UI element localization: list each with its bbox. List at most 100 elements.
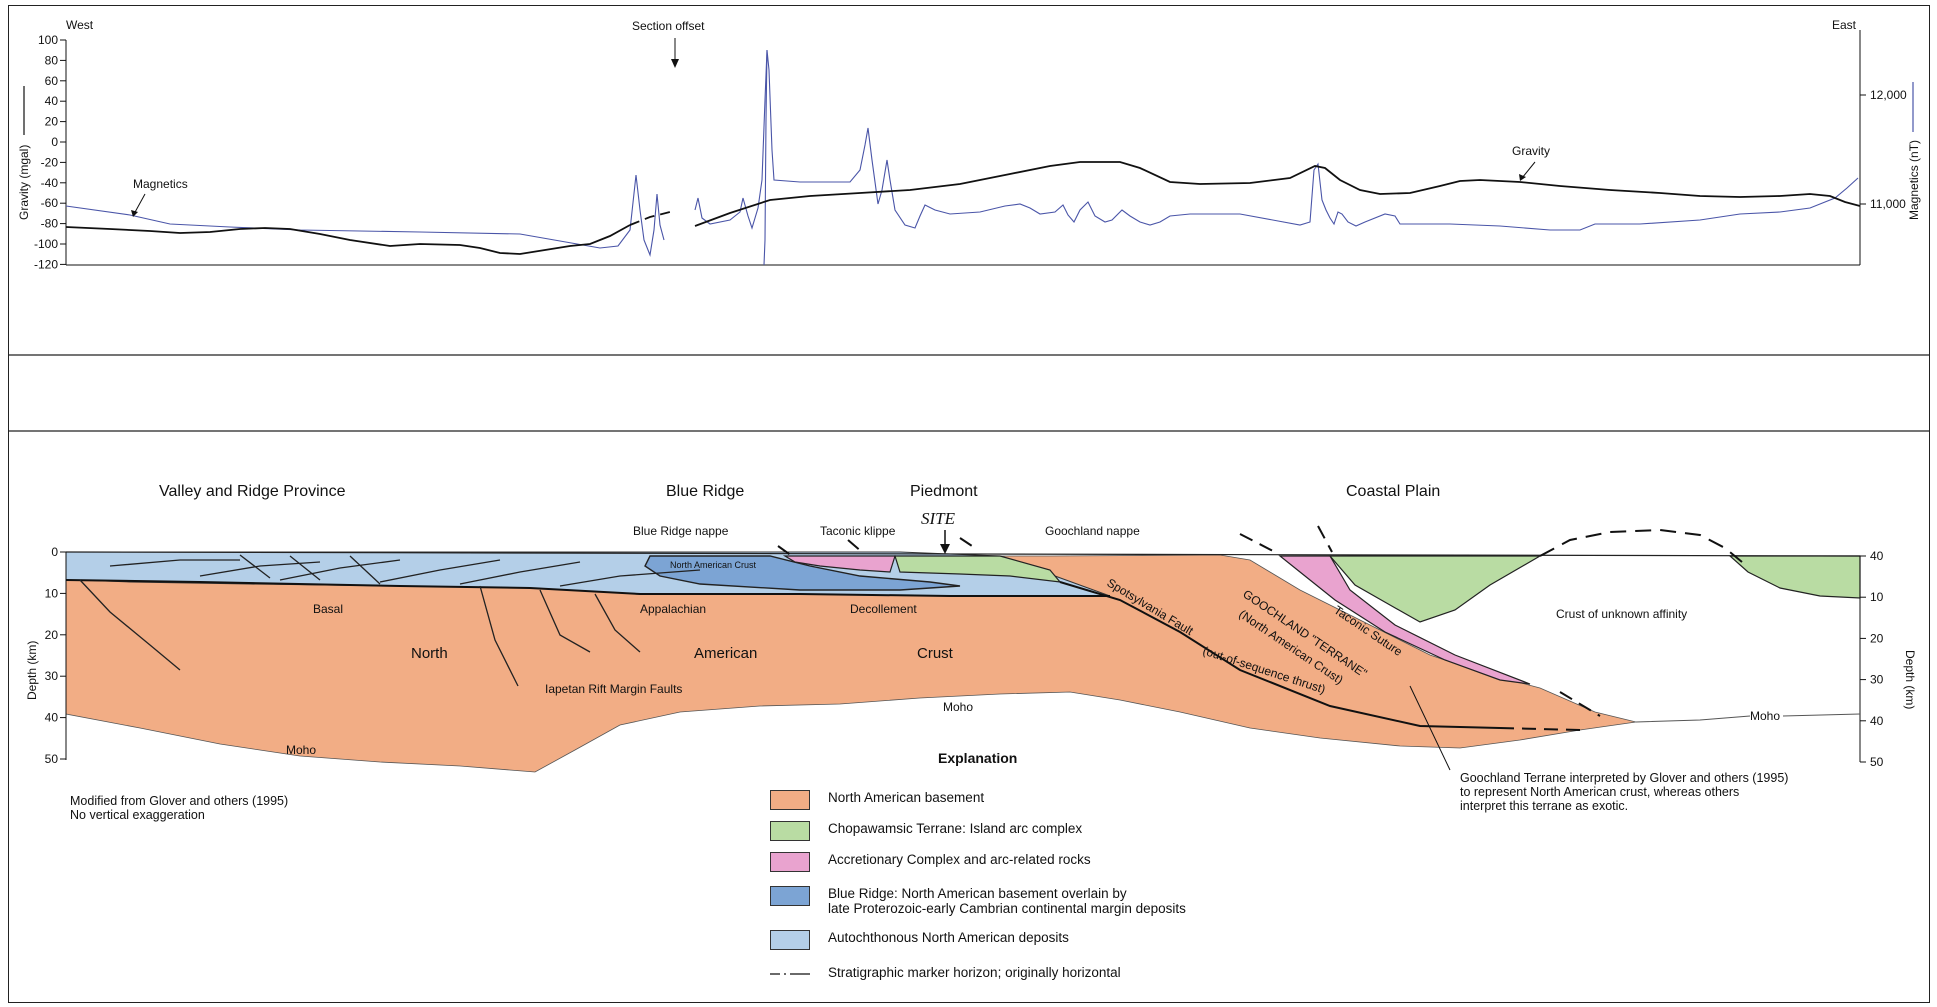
legend-label-autochthonous: Autochthonous North American deposits xyxy=(828,930,1069,945)
legend-item-blue-ridge: Blue Ridge: North American basement over… xyxy=(770,886,1186,916)
depth-axis-label-left: Depth (km) xyxy=(25,641,39,700)
legend-label-blue-ridge: Blue Ridge: North American basement over… xyxy=(828,886,1186,916)
gravity-tick-label: 80 xyxy=(45,53,59,67)
suture-dashed xyxy=(777,525,1601,717)
legend-item-basement: North American basement xyxy=(770,790,984,810)
legend-item-autochthonous: Autochthonous North American deposits xyxy=(770,930,1069,950)
eroded-trace xyxy=(1539,528,1743,563)
goochland-note-leader xyxy=(1409,685,1451,771)
decollement-fault xyxy=(65,579,1110,597)
gravity-tick-label: 40 xyxy=(45,94,59,108)
swatch-basement xyxy=(770,790,810,810)
depth-left-tick-label: 30 xyxy=(45,669,59,683)
depth-left-tick-label: 40 xyxy=(45,711,59,725)
site-label: SITE xyxy=(921,509,956,528)
label-unknown-crust: Crust of unknown affinity xyxy=(1556,607,1687,621)
province-coastal-plain: Coastal Plain xyxy=(1346,483,1440,500)
gravity-tick-label: 0 xyxy=(51,135,58,149)
spotsylvania-fault xyxy=(1059,581,1501,729)
gravity-tick-label: 100 xyxy=(38,33,58,47)
depth-right-tick-label: 40 xyxy=(1870,549,1884,563)
label-na-crust-small: North American Crust xyxy=(670,560,757,570)
gravity-tick-label: 20 xyxy=(45,115,59,129)
gravity-tick-label: -20 xyxy=(41,155,59,169)
label-goochland-nappe: Goochland nappe xyxy=(1045,524,1140,538)
note-modified: Modified from Glover and others (1995) N… xyxy=(70,794,289,822)
legend-item-accretionary: Accretionary Complex and arc-related roc… xyxy=(770,852,1091,872)
swatch-marker-line xyxy=(770,973,810,975)
gravity-curve xyxy=(65,224,631,255)
label-crust: Crust xyxy=(917,645,954,662)
iapetan-faults xyxy=(79,579,641,687)
label-moho-center: Moho xyxy=(943,700,973,714)
depth-right-tick-label: 10 xyxy=(1870,590,1884,604)
gravity-tick-label: -120 xyxy=(34,257,58,271)
legend-label-chopawamsic: Chopawamsic Terrane: Island arc complex xyxy=(828,821,1083,836)
site-arrowhead xyxy=(940,544,950,554)
thrust-traces xyxy=(109,554,701,587)
gravity-axis-label: Gravity (mgal) xyxy=(17,145,31,220)
ground-surface xyxy=(65,551,1861,557)
gravity-tick-label: -40 xyxy=(41,176,59,190)
depth-left-tick-label: 10 xyxy=(45,586,59,600)
magnetics-label-arrow xyxy=(133,193,146,215)
swatch-blue-ridge xyxy=(770,886,810,906)
depth-right-tick-label: 50 xyxy=(1870,755,1884,769)
chopawamsic-unit-coastal xyxy=(1328,555,1543,623)
chopawamsic-unit-east xyxy=(1728,555,1861,599)
gravity-tick-group: 100 80 60 40 20 0 -20 -40 -60 -80 -100 -120 xyxy=(34,33,66,271)
chopawamsic-unit-piedmont xyxy=(894,555,1062,583)
note-goochland: Goochland Terrane interpreted by Glover … xyxy=(1460,771,1789,813)
label-taconic-klippe: Taconic klippe xyxy=(820,524,896,538)
depth-left-tick-label: 20 xyxy=(45,628,59,642)
legend-label-accretionary: Accretionary Complex and arc-related roc… xyxy=(828,852,1091,867)
depth-left-tick-label: 0 xyxy=(51,545,58,559)
depth-right-tick-label: 30 xyxy=(1870,673,1884,687)
legend-item-chopawamsic: Chopawamsic Terrane: Island arc complex xyxy=(770,821,1082,841)
gravity-label-arrow xyxy=(1521,161,1536,179)
magnetics-arrowhead xyxy=(131,210,138,217)
section-offset-arrowhead xyxy=(671,59,679,68)
gravity-tick-label: -80 xyxy=(41,217,59,231)
gravity-curve-east xyxy=(694,161,1861,227)
label-moho-west: Moho xyxy=(286,743,316,757)
gravity-tick-label: -60 xyxy=(41,196,59,210)
gravity-curve-label: Gravity xyxy=(1512,144,1550,158)
province-piedmont: Piedmont xyxy=(910,483,978,500)
legend-label-marker: Stratigraphic marker horizon; originally… xyxy=(828,965,1121,980)
depth-right-tick-label: 40 xyxy=(1870,714,1884,728)
legend-label-basement: North American basement xyxy=(828,790,985,805)
magnetics-spike xyxy=(763,49,768,266)
swatch-autochthonous xyxy=(770,930,810,950)
gravity-tick-label: 60 xyxy=(45,74,59,88)
legend-title: Explanation xyxy=(938,750,1018,766)
east-label: East xyxy=(1832,18,1857,32)
mag-tick-label-12000: 12,000 xyxy=(1870,88,1907,102)
gravity-tick-label: -100 xyxy=(34,237,58,251)
section-offset-label: Section offset xyxy=(632,19,705,33)
swatch-chopawamsic xyxy=(770,821,810,841)
label-decollement: Decollement xyxy=(850,602,917,616)
depth-axis-label-right: Depth (km) xyxy=(1903,650,1917,709)
province-blue-ridge: Blue Ridge xyxy=(666,483,744,500)
label-appalachian: Appalachian xyxy=(640,602,706,616)
province-valley-ridge: Valley and Ridge Province xyxy=(159,483,346,500)
label-moho-east: Moho xyxy=(1750,709,1780,723)
magnetics-axis-label: Magnetics (nT) xyxy=(1907,140,1921,220)
swatch-accretionary xyxy=(770,852,810,872)
accretionary-unit-suture xyxy=(1278,555,1531,685)
basement-unit xyxy=(65,551,1637,773)
gravity-arrowhead xyxy=(1519,174,1526,181)
label-american: American xyxy=(694,645,757,662)
label-iapetan: Iapetan Rift Margin Faults xyxy=(545,682,682,696)
label-blue-ridge-nappe: Blue Ridge nappe xyxy=(633,524,729,538)
label-basal: Basal xyxy=(313,602,343,616)
legend-item-marker: Stratigraphic marker horizon; originally… xyxy=(770,965,1121,981)
mag-tick-label-11000: 11,000 xyxy=(1870,197,1906,211)
magnetics-curve xyxy=(65,49,1859,258)
magnetics-curve-label: Magnetics xyxy=(133,177,188,191)
